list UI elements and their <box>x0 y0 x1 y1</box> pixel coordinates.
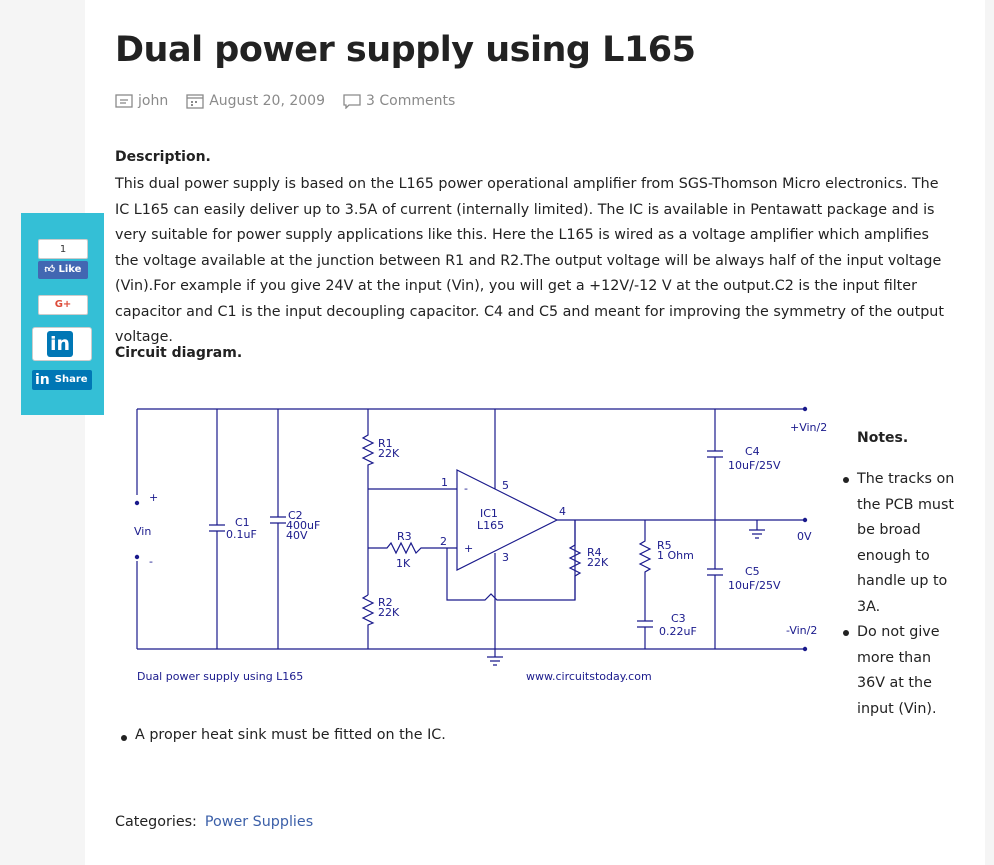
linkedin-icon: in <box>47 331 73 357</box>
label-r3: R3 <box>397 530 412 543</box>
label-ic1: IC1 <box>480 507 498 520</box>
date-meta[interactable]: August 20, 2009 <box>186 93 325 109</box>
page-title: Dual power supply using L165 <box>115 30 696 70</box>
google-plus-button[interactable]: G+ <box>38 295 88 315</box>
label-c4: C4 <box>745 445 760 458</box>
label-c1: C1 <box>235 516 250 529</box>
label-vneg: -Vin/2 <box>786 624 817 637</box>
label-vin-plus: + <box>149 491 158 504</box>
label-r2: R2 <box>378 596 393 609</box>
notes-list: The tracks on the PCB must be broad enou… <box>838 467 958 722</box>
post-meta: john August 20, 2009 3 Comments <box>115 93 473 109</box>
list-item: A proper heat sink must be fitted on the… <box>118 727 446 743</box>
label-ic1-part: L165 <box>477 519 504 532</box>
label-pin5: 5 <box>502 479 509 492</box>
label-vin: Vin <box>134 525 151 538</box>
diagram-site: www.circuitstoday.com <box>526 670 652 683</box>
label-pin4: 4 <box>559 505 566 518</box>
description-text: This dual power supply is based on the L… <box>115 176 944 345</box>
label-r4: R4 <box>587 546 602 559</box>
label-0v: 0V <box>797 530 812 543</box>
label-r2-value: 22K <box>378 606 400 619</box>
label-c4-value: 10uF/25V <box>728 459 781 472</box>
comment-icon <box>343 94 361 109</box>
list-item: Do not give more than 36V at the input (… <box>838 620 958 722</box>
categories: Categories: Power Supplies <box>115 814 313 830</box>
label-vpos: +Vin/2 <box>790 421 827 434</box>
linkedin-small-icon: in <box>35 372 50 388</box>
author-icon <box>115 94 133 108</box>
label-c2: C2 <box>288 509 303 522</box>
label-c3-value: 0.22uF <box>659 625 697 638</box>
label-c5-value: 10uF/25V <box>728 579 781 592</box>
like-button[interactable]: 👍︎ Like <box>38 261 88 279</box>
share-bar: 1 👍︎ Like G+ in in Share <box>21 213 104 415</box>
comments-link[interactable]: 3 Comments <box>366 93 456 109</box>
diagram-caption: Dual power supply using L165 <box>137 670 303 683</box>
like-count: 1 <box>38 239 88 259</box>
description-heading: Description. <box>115 149 211 165</box>
notes-heading: Notes. <box>857 430 909 446</box>
heat-sink-note: A proper heat sink must be fitted on the… <box>118 727 446 743</box>
calendar-icon <box>186 94 204 109</box>
label-r5-value: 1 Ohm <box>657 549 694 562</box>
label-op-plus: + <box>464 542 473 555</box>
label-c2-rating: 40V <box>286 529 308 542</box>
label-c3: C3 <box>671 612 686 625</box>
label-vin-minus: - <box>149 555 153 568</box>
thumbs-up-icon: 👍︎ <box>44 264 59 275</box>
linkedin-share-button[interactable]: in Share <box>32 370 92 390</box>
post-date[interactable]: August 20, 2009 <box>209 93 325 109</box>
label-c1-value: 0.1uF <box>226 528 257 541</box>
category-link[interactable]: Power Supplies <box>204 814 314 830</box>
comments-meta[interactable]: 3 Comments <box>343 93 455 109</box>
post-card <box>85 0 985 865</box>
categories-label: Categories: <box>115 814 197 830</box>
label-c2-value: 400uF <box>286 519 320 532</box>
label-r4-value: 22K <box>587 556 609 569</box>
label-op-minus: - <box>464 482 468 495</box>
author-name[interactable]: john <box>138 93 169 109</box>
facebook-like[interactable]: 1 👍︎ Like <box>38 239 88 279</box>
label-r3-value: 1K <box>396 557 411 570</box>
label-pin1: 1 <box>441 476 448 489</box>
label-c5: C5 <box>745 565 760 578</box>
label-r1-value: 22K <box>378 447 400 460</box>
author-meta[interactable]: john <box>115 93 168 109</box>
linkedin-count-box[interactable]: in <box>32 327 92 361</box>
circuit-diagram: Vin + - C1 0.1uF C2 400uF 40V R1 22K R2 … <box>134 406 827 683</box>
circuit-heading: Circuit diagram. <box>115 345 243 361</box>
list-item: The tracks on the PCB must be broad enou… <box>838 467 958 620</box>
label-r1: R1 <box>378 437 393 450</box>
label-pin2: 2 <box>440 535 447 548</box>
label-pin3: 3 <box>502 551 509 564</box>
label-r5: R5 <box>657 539 672 552</box>
